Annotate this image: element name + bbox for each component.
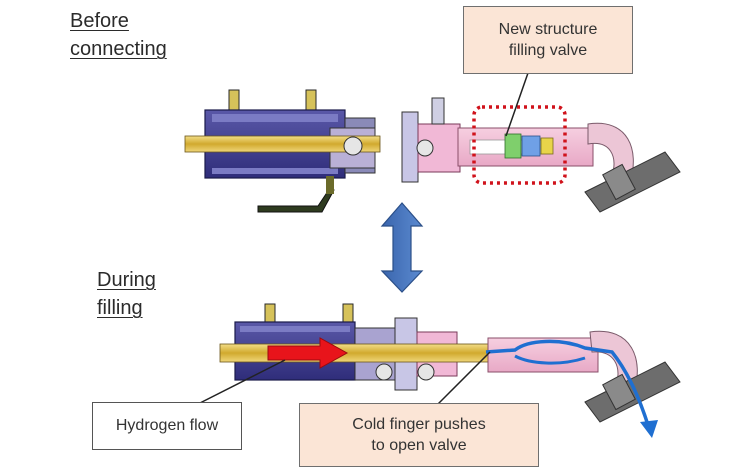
callout-hydrogen-flow: Hydrogen flow bbox=[92, 402, 242, 450]
callout-cold-finger: Cold finger pushes to open valve bbox=[299, 403, 539, 467]
label-before-line2: connecting bbox=[70, 38, 167, 60]
cold-finger-assembly-top bbox=[184, 89, 381, 213]
hydrogen-flow-arrow bbox=[267, 337, 349, 369]
callout-new-structure-line2: filling valve bbox=[508, 42, 588, 59]
label-during-line2: filling bbox=[97, 297, 143, 319]
connection-double-arrow bbox=[380, 202, 424, 293]
label-before-line1: Before bbox=[70, 10, 129, 32]
callout-cold-finger-line1: Cold finger pushes bbox=[352, 416, 486, 433]
label-before-connecting: Before connecting bbox=[70, 9, 167, 61]
callout-pointer-cold-finger bbox=[437, 351, 491, 405]
connected-assembly-bottom bbox=[219, 303, 681, 423]
callout-new-structure-valve: New structure filling valve bbox=[463, 6, 633, 74]
flow-outlet-arrowhead bbox=[640, 420, 658, 438]
callout-new-structure-line1: New structure bbox=[498, 21, 598, 38]
label-during-line1: During bbox=[97, 269, 156, 291]
label-during-filling: During filling bbox=[97, 268, 156, 320]
callout-pointer-hydrogen bbox=[197, 359, 286, 405]
callout-cold-finger-line2: to open valve bbox=[371, 437, 467, 454]
filling-valve-highlight bbox=[472, 105, 567, 185]
callout-pointer-valve bbox=[505, 72, 529, 137]
blue-flow-path bbox=[485, 339, 650, 426]
callout-hydrogen-flow-text: Hydrogen flow bbox=[115, 417, 219, 434]
valve-assembly-top bbox=[401, 97, 681, 213]
